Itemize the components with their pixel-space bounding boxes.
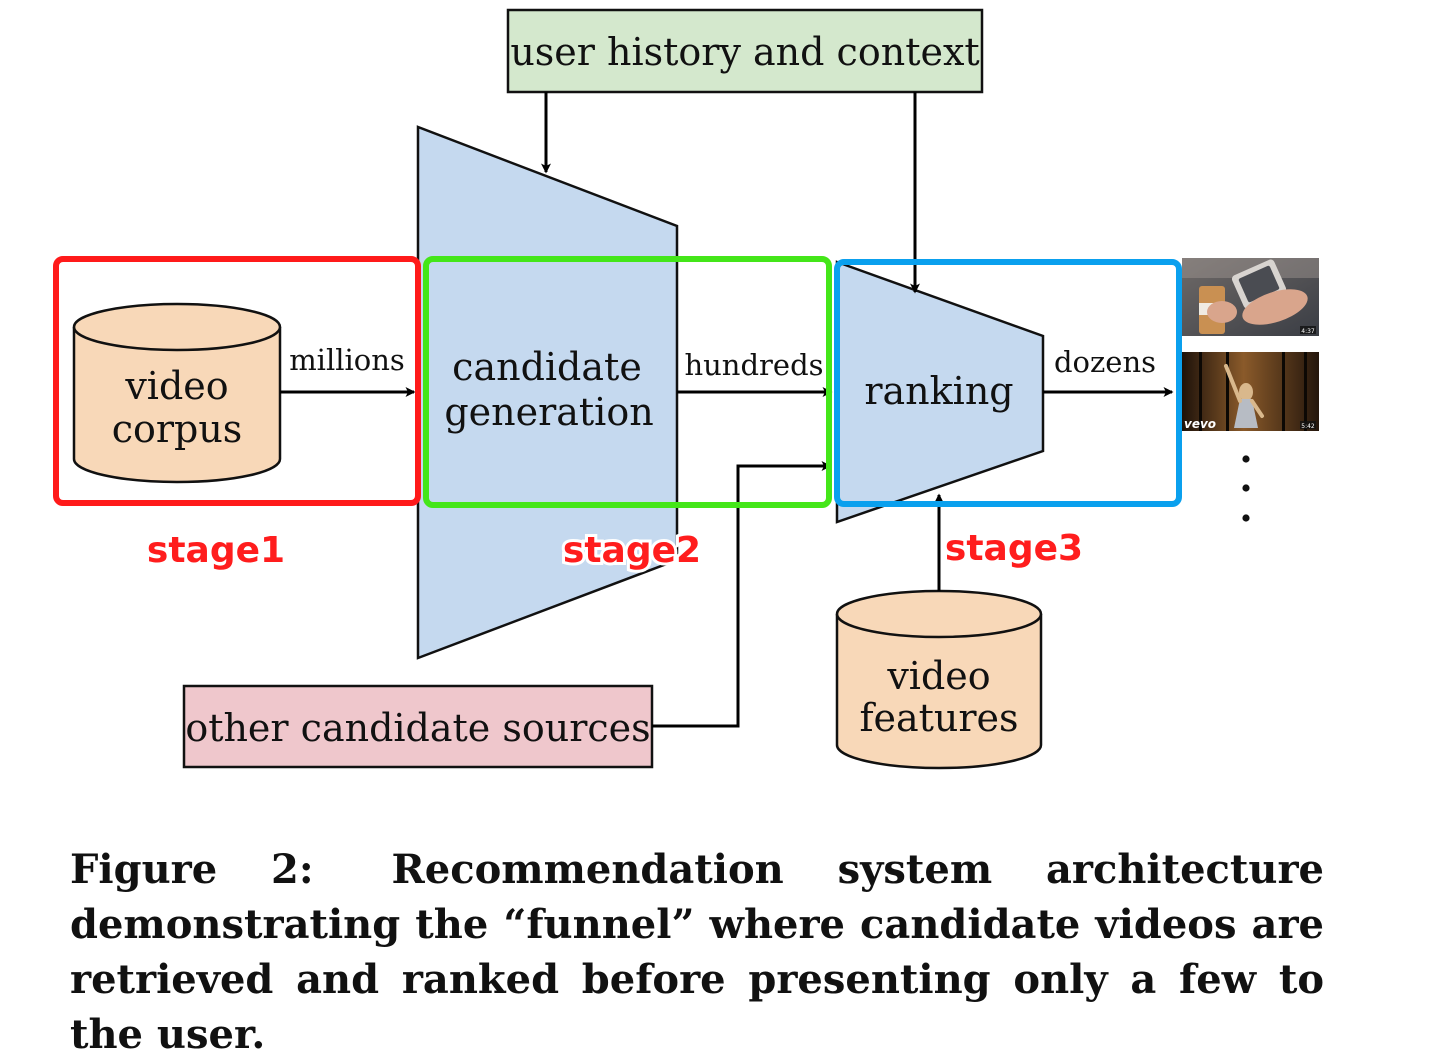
stage1-highlight-box	[53, 256, 421, 506]
stage3-label: stage3	[945, 528, 1083, 569]
video-corpus-database-icon	[72, 302, 282, 484]
millions-label: millions	[289, 343, 405, 377]
other-sources-box	[182, 684, 654, 769]
video-corpus-label-line1: video	[124, 364, 228, 408]
video-corpus-label-line2: corpus	[112, 407, 243, 451]
thumbnail2-vevo-logo: vevo	[1184, 417, 1216, 431]
dozens-label: dozens	[1054, 345, 1156, 379]
other-sources-to-ranking-arrow	[652, 461, 832, 728]
ranking-label: ranking	[864, 369, 1013, 413]
stage2-label: stage2	[563, 530, 701, 571]
video-features-label-line2: features	[859, 696, 1018, 740]
video-features-database-icon	[835, 589, 1043, 770]
user-history-box	[506, 8, 984, 94]
stage3-highlight-box	[834, 259, 1182, 507]
video-features-label-line1: video	[886, 654, 990, 698]
other-sources-label: other candidate sources	[185, 706, 650, 750]
user-history-label: user history and context	[510, 30, 979, 74]
stage2-highlight-box	[423, 256, 832, 508]
candidate-generation-label-line1: candidate	[452, 345, 642, 389]
architecture-diagram: user history and context other candidate…	[53, 8, 1319, 770]
figure-caption: Figure 2: Recommendation system architec…	[70, 842, 1324, 1062]
thumbnail2-duration: 5:42	[1301, 423, 1315, 430]
more-results-ellipsis-icon	[1242, 455, 1250, 522]
stage1-label: stage1	[147, 530, 285, 571]
candidate-generation-label-line2: generation	[444, 390, 653, 434]
video-thumbnail-phone: 4:37	[1182, 258, 1319, 336]
figure-caption-text: Recommendation system architecture demon…	[70, 846, 1324, 1058]
thumbnail1-duration: 4:37	[1301, 328, 1315, 335]
hundreds-label: hundreds	[684, 348, 823, 382]
video-thumbnail-dancer: vevo 5:42	[1182, 352, 1319, 431]
figure-label: Figure 2:	[70, 846, 314, 893]
